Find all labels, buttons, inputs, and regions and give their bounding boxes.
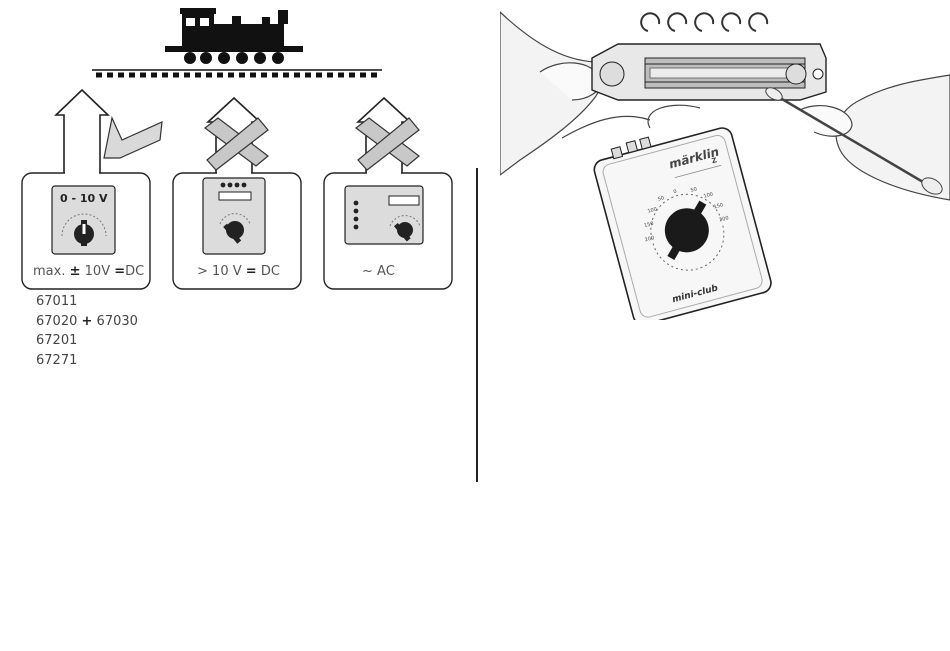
spec-current-type: DC — [261, 264, 280, 279]
controller-1-spec: max. ± 10V =DC — [33, 264, 144, 279]
article-number: 67020 — [36, 314, 77, 329]
spec-prefix: ~ — [362, 264, 373, 279]
track — [92, 70, 382, 75]
spec-plus-minus: ± — [70, 264, 81, 279]
controller-dc-over-10v — [203, 178, 265, 254]
article-number: 67030 — [97, 314, 138, 329]
spec-prefix: max. — [33, 264, 65, 279]
dial-voltage-label: 0 - 10 V — [60, 192, 108, 205]
article-number-list: 67011 67020 + 67030 67201 67271 — [36, 292, 138, 370]
wheel-rotation-icons — [641, 13, 767, 31]
checkmark-icon — [104, 118, 162, 158]
article-number: 67201 — [36, 331, 138, 351]
controller-wires — [562, 116, 650, 138]
article-number: 67271 — [36, 351, 138, 371]
controller-2-spec: > 10 V = DC — [197, 264, 280, 279]
plus-sign: + — [82, 314, 93, 329]
spec-equals: = — [114, 264, 125, 279]
spec-current-type: AC — [377, 264, 395, 279]
arrow-up-icon — [56, 90, 108, 175]
spec-equals: = — [246, 264, 257, 279]
controller-3-spec: ~ AC — [362, 264, 395, 279]
spec-prefix: > — [197, 264, 208, 279]
marklin-controller: märklin Z mini-club 0 50 100 150 200 50 … — [589, 116, 773, 320]
spec-voltage: 10 V — [212, 264, 242, 279]
locomotive-chassis — [592, 44, 826, 100]
spec-voltage: 10V — [85, 264, 110, 279]
locomotive-icon — [165, 8, 303, 64]
cleaning-photo: märklin Z mini-club 0 50 100 150 200 50 … — [500, 0, 950, 320]
column-divider — [476, 168, 478, 482]
controller-ac — [345, 186, 423, 244]
article-number-combo: 67020 + 67030 — [36, 312, 138, 332]
article-number: 67011 — [36, 292, 138, 312]
compatibility-illustration — [0, 0, 476, 300]
spec-current-type: DC — [125, 264, 144, 279]
